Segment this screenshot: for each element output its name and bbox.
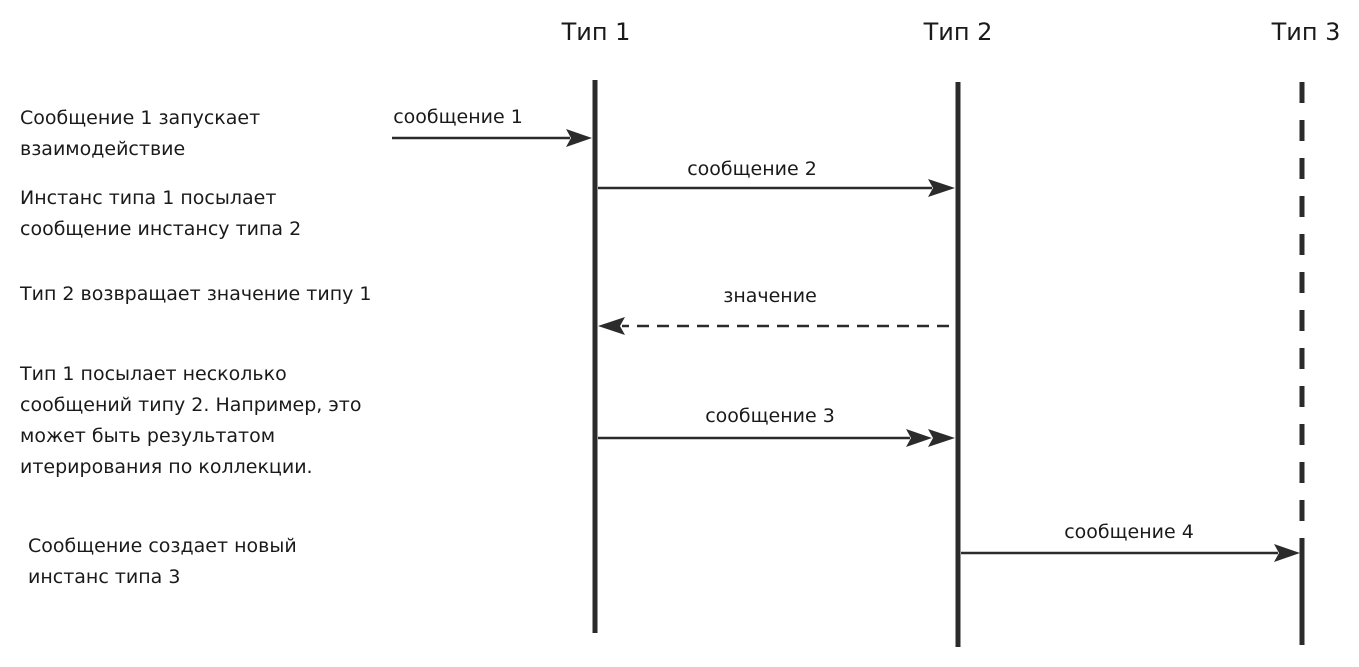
message-4-label: сообщение 4 [1064, 521, 1194, 543]
message-3-arrowhead-first [906, 429, 932, 447]
message-2-arrowhead [928, 179, 955, 197]
return-value-label: значение [723, 285, 817, 307]
lifeline-header-type-2: Тип 2 [923, 18, 993, 46]
message-4-arrowhead [1274, 544, 1300, 562]
note-type2-returns-value: Тип 2 возвращает значение типу 1 [20, 283, 372, 305]
note-message-1-starts: Сообщение 1 запускает взаимодействие [20, 107, 261, 160]
note-multiple-messages: Тип 1 посылает несколько сообщений типу … [20, 363, 362, 478]
message-3-arrowhead-second [928, 429, 955, 447]
message-3-label: сообщение 3 [705, 405, 835, 427]
lifeline-header-type-1: Тип 1 [561, 18, 631, 46]
note-creates-instance: Сообщение создает новый инстанс типа 3 [28, 535, 297, 588]
message-1-arrowhead [566, 129, 592, 147]
message-1-label: сообщение 1 [393, 106, 523, 128]
note-type1-sends-to-type2: Инстанс типа 1 посылает сообщение инстан… [20, 187, 302, 240]
lifeline-header-type-3: Тип 3 [1271, 18, 1341, 46]
message-2-label: сообщение 2 [687, 158, 817, 180]
return-arrowhead [598, 317, 625, 335]
